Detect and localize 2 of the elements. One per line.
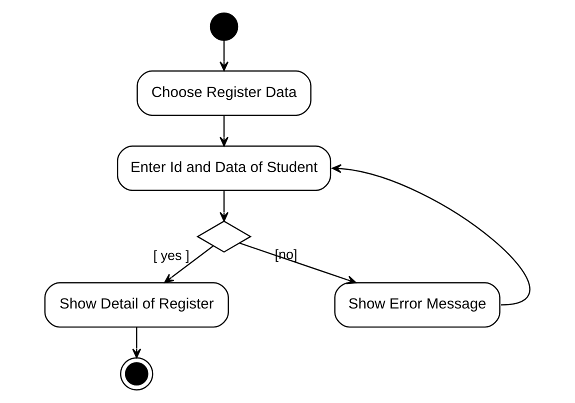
edge-label: [ yes ]: [153, 248, 190, 264]
edge-label: [no]: [274, 246, 298, 262]
